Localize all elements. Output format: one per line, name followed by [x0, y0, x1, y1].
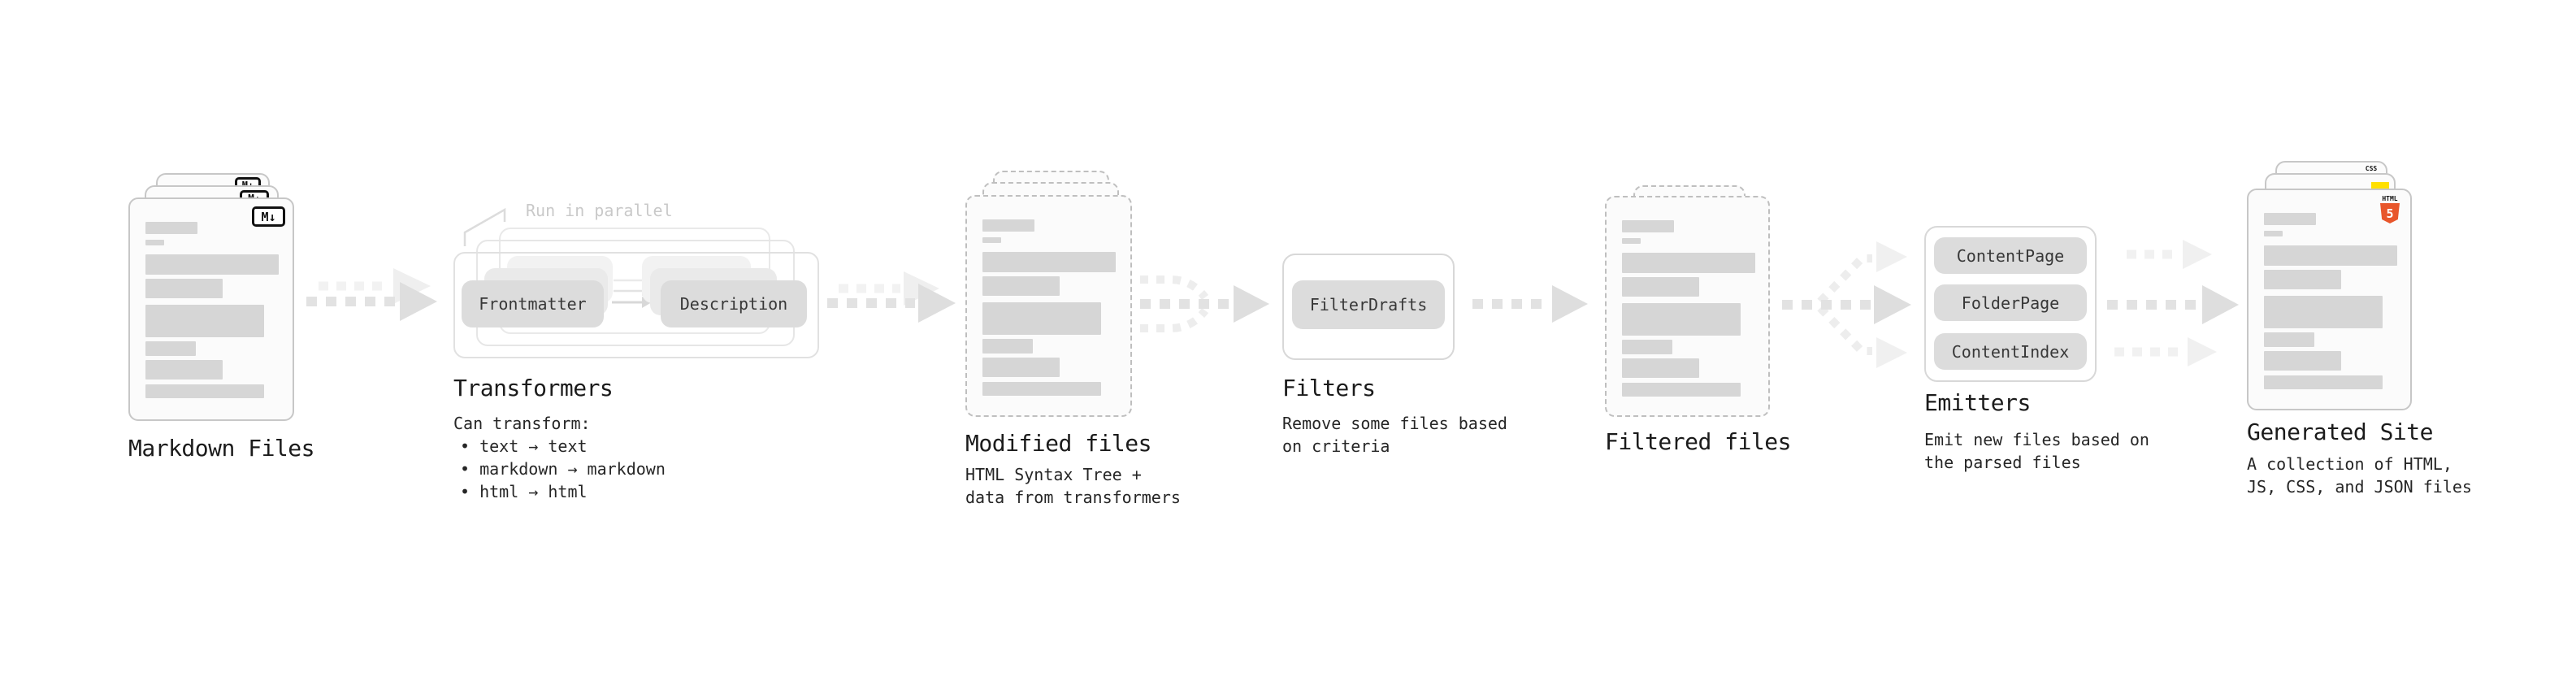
placeholder-bar [145, 254, 279, 275]
stage-label: Markdown Files [128, 435, 315, 462]
bullet-line: • html → html [460, 482, 588, 501]
stage-label: Emitters [1924, 389, 2031, 416]
file-card-html: HTML 5 [2247, 189, 2412, 410]
stage-description: Emit new files based on the parsed files [1924, 428, 2149, 474]
placeholder-bar [982, 252, 1116, 272]
desc-line: JS, CSS, and JSON files [2247, 477, 2472, 497]
placeholder-bar [145, 240, 164, 245]
markdown-icon: M↓ [252, 206, 285, 227]
placeholder-bar [1622, 253, 1755, 273]
html5-label: HTML [2382, 195, 2398, 202]
placeholder-bar [1622, 340, 1672, 354]
desc-line: Remove some files based [1282, 414, 1507, 433]
stage-description: Remove some files based on criteria [1282, 412, 1507, 458]
transformer-pill-frontmatter: Frontmatter [462, 280, 604, 327]
placeholder-bar [1622, 303, 1741, 336]
placeholder-bar [145, 305, 264, 337]
placeholder-bar [2264, 213, 2316, 225]
run-in-parallel-annotation: Run in parallel [526, 201, 673, 220]
stage-description: HTML Syntax Tree + data from transformer… [965, 463, 1181, 509]
file-card-front: M↓ [128, 197, 294, 421]
arrow-transformers-to-modified [827, 271, 956, 323]
stage-label: Filters [1282, 375, 1376, 401]
css-badge-label: CSS [2365, 165, 2378, 172]
placeholder-bar [1622, 277, 1699, 297]
placeholder-bar [145, 360, 223, 380]
placeholder-bar [1622, 238, 1641, 244]
desc-line: data from transformers [965, 488, 1181, 507]
arrow-markdown-to-transformers [306, 268, 437, 321]
stage-description: A collection of HTML, JS, CSS, and JSON … [2247, 453, 2472, 498]
bullet-line: • markdown → markdown [460, 459, 666, 479]
stage-label: Generated Site [2247, 419, 2434, 445]
arrow-filtered-to-emitters-fanout [1782, 241, 1911, 368]
placeholder-bar [2264, 332, 2314, 347]
html5-shield: 5 [2380, 203, 2400, 223]
placeholder-bar [2264, 270, 2341, 289]
placeholder-bar [982, 302, 1101, 335]
placeholder-bar [2264, 375, 2383, 389]
placeholder-bar [145, 222, 197, 234]
transformer-pill-description: Description [661, 280, 807, 327]
desc-line: HTML Syntax Tree + [965, 465, 1142, 484]
desc-line: Can transform: [453, 414, 591, 433]
filter-pill-filterdrafts: FilterDrafts [1292, 280, 1445, 329]
file-card-front [1605, 196, 1770, 417]
stage-description: Can transform: • text → text • markdown … [453, 412, 666, 503]
emitter-pill-contentpage: ContentPage [1934, 237, 2087, 274]
placeholder-bar [145, 341, 196, 356]
arrow-emitters-to-generated [2107, 240, 2239, 367]
placeholder-bar [982, 276, 1060, 296]
stage-label: Transformers [453, 375, 614, 401]
placeholder-bar [145, 279, 223, 298]
bullet-line: • text → text [460, 436, 588, 456]
placeholder-bar [1622, 383, 1741, 397]
js-badge [2371, 182, 2389, 191]
emitter-pill-folderpage: FolderPage [1934, 284, 2087, 321]
desc-line: Emit new files based on [1924, 430, 2149, 449]
placeholder-bar [2264, 245, 2397, 266]
placeholder-bar [145, 384, 264, 398]
placeholder-bar [2264, 351, 2341, 371]
placeholder-bar [982, 219, 1034, 232]
transformer-box-front [453, 252, 819, 358]
placeholder-bar [982, 339, 1033, 354]
arrow-filters-to-filtered [1472, 285, 1588, 323]
desc-line: on criteria [1282, 436, 1390, 456]
desc-line: the parsed files [1924, 453, 2081, 472]
file-card-front [965, 195, 1132, 417]
emitter-pill-contentindex: ContentIndex [1934, 333, 2087, 370]
stage-label: Modified files [965, 430, 1152, 457]
placeholder-bar [982, 358, 1060, 377]
placeholder-bar [1622, 358, 1699, 378]
html5-icon: HTML 5 [2379, 195, 2400, 223]
placeholder-bar [982, 237, 1001, 243]
annotation-leader-line [463, 207, 506, 246]
stage-label: Filtered files [1605, 428, 1792, 455]
placeholder-bar [2264, 296, 2383, 328]
placeholder-bar [1622, 220, 1674, 232]
placeholder-bar [2264, 231, 2283, 236]
desc-line: A collection of HTML, [2247, 454, 2452, 474]
arrow-modified-to-filters-merge [1140, 275, 1269, 332]
placeholder-bar [982, 382, 1101, 396]
